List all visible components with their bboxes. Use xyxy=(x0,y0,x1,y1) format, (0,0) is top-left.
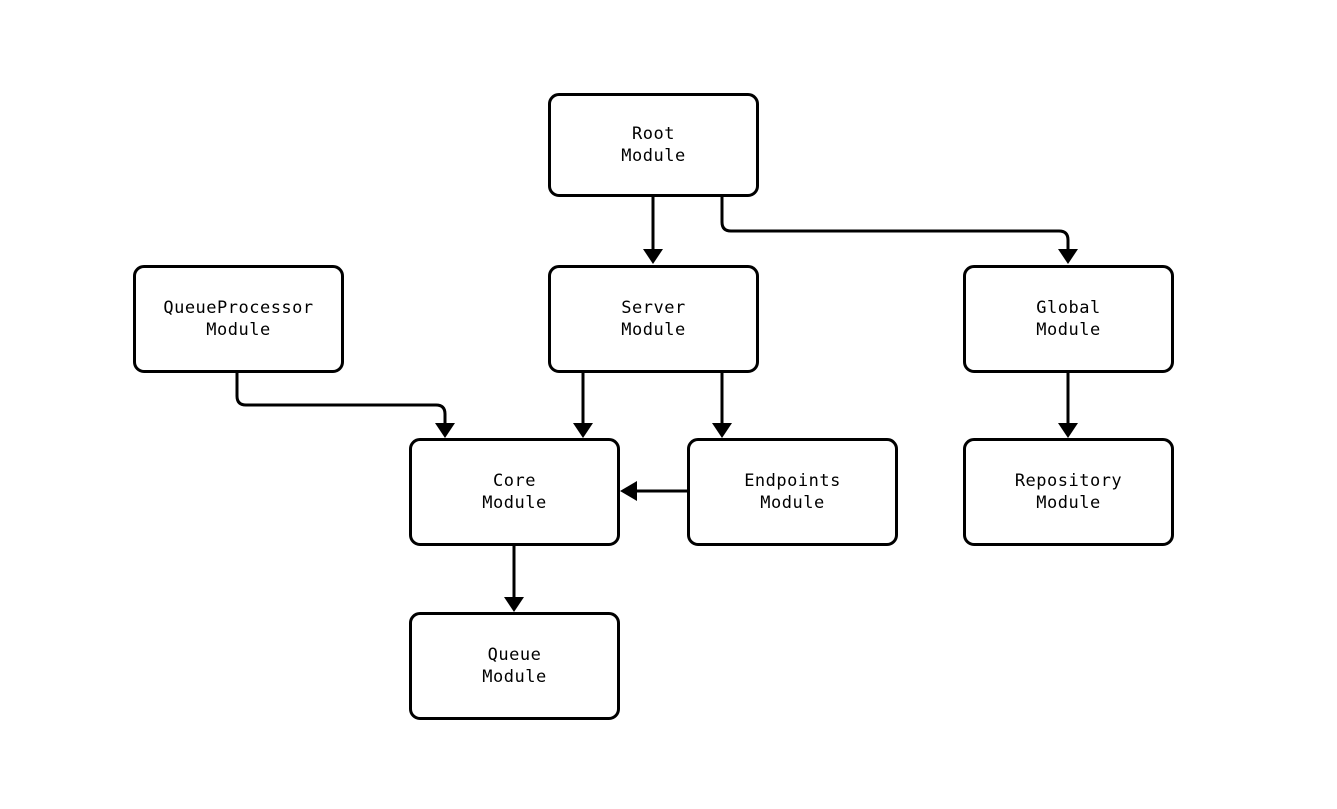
node-repository-module-label-line1: Repository xyxy=(1014,471,1123,491)
node-core-module[interactable]: Core Module xyxy=(409,438,620,546)
edge-queueprocessor-to-core-head xyxy=(435,423,455,438)
edge-global-to-repository-head xyxy=(1058,423,1078,438)
edge-root-to-server-head xyxy=(643,249,663,264)
node-queueprocessor-module[interactable]: QueueProcessor Module xyxy=(133,265,344,373)
node-endpoints-module-label-line1: Endpoints xyxy=(744,471,841,491)
node-queue-module-label-line1: Queue xyxy=(487,645,542,665)
node-server-module-label-line1: Server xyxy=(621,298,686,318)
edge-root-to-global-head xyxy=(1058,249,1078,264)
node-repository-module[interactable]: Repository Module xyxy=(963,438,1174,546)
edge-server-to-core-head xyxy=(573,423,593,438)
node-repository-module-label-line2: Module xyxy=(1036,493,1101,513)
node-global-module[interactable]: Global Module xyxy=(963,265,1174,373)
node-core-module-label-line1: Core xyxy=(493,471,536,491)
node-queueprocessor-module-label-line2: Module xyxy=(206,320,271,340)
node-global-module-label-line2: Module xyxy=(1036,320,1101,340)
edge-root-to-global xyxy=(720,197,1070,249)
node-endpoints-module-label-line2: Module xyxy=(760,493,825,513)
node-root-module[interactable]: Root Module xyxy=(548,93,759,197)
node-endpoints-module[interactable]: Endpoints Module xyxy=(687,438,898,546)
node-queueprocessor-module-label-line1: QueueProcessor xyxy=(163,298,314,318)
edge-core-to-queue-head xyxy=(504,597,524,612)
edge-endpoints-to-core-head xyxy=(620,481,637,501)
node-root-module-label-line2: Module xyxy=(621,146,686,166)
node-core-module-label-line2: Module xyxy=(482,493,547,513)
node-root-module-label-line1: Root xyxy=(632,124,675,144)
node-queue-module-label-line2: Module xyxy=(482,667,547,687)
edge-queueprocessor-to-core xyxy=(235,373,447,423)
node-global-module-label-line1: Global xyxy=(1036,298,1101,318)
node-server-module[interactable]: Server Module xyxy=(548,265,759,373)
edge-server-to-endpoints-head xyxy=(712,423,732,438)
node-queue-module[interactable]: Queue Module xyxy=(409,612,620,720)
node-server-module-label-line2: Module xyxy=(621,320,686,340)
